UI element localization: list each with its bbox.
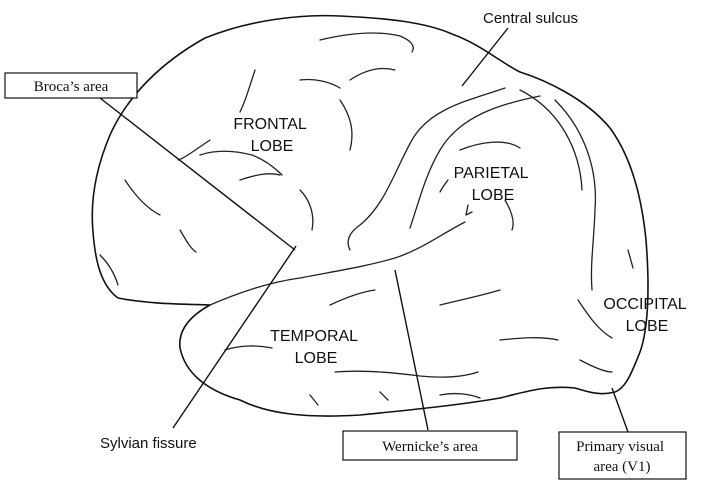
occipital-sulcus-5	[580, 360, 612, 372]
occipital-sulcus-3	[628, 250, 633, 268]
wernickes-area-box: Wernicke’s area	[343, 431, 517, 460]
central-sulcus-label: Central sulcus	[483, 10, 578, 27]
occipital-lobe-label-line2: LOBE	[626, 318, 669, 335]
parietal-sulcus-3	[440, 180, 448, 192]
temporal-sulcus-8	[380, 392, 388, 400]
frontal-sulcus-7	[240, 174, 280, 180]
occipital-lobe-label-line1: OCCIPITAL	[603, 296, 686, 313]
parietal-lobe-label-line2: LOBE	[472, 187, 515, 204]
temporal-sulcus-2	[440, 290, 500, 305]
temporal-sulcus-5	[225, 346, 272, 350]
parietal-sulcus-1	[460, 142, 520, 150]
occipital-sulcus-1	[555, 100, 595, 290]
brocas-area-box-label: Broca’s area	[34, 79, 109, 95]
wernickes-area-box-label: Wernicke’s area	[382, 439, 478, 455]
postcentral-sulcus	[410, 96, 540, 228]
sylvian-fissure-label: Sylvian fissure	[100, 435, 197, 452]
frontal-sulcus-12	[100, 255, 118, 285]
primary-visual-area-box: Primary visual area (V1)	[559, 432, 686, 479]
primary-visual-area-leader	[612, 388, 628, 432]
temporal-sulcus-3	[335, 371, 478, 377]
frontal-sulcus-1	[320, 33, 413, 52]
frontal-lobe-label-line1: FRONTAL	[233, 116, 307, 133]
frontal-lobe-label-line2: LOBE	[251, 138, 294, 155]
parietal-sulcus-2	[505, 200, 513, 230]
frontal-sulcus-3	[300, 79, 340, 88]
temporal-lobe-label: TEMPORAL LOBE	[270, 328, 362, 367]
frontal-sulcus-11	[180, 230, 196, 252]
frontal-sulcus-9	[340, 100, 352, 150]
primary-visual-area-line1: Primary visual	[576, 439, 664, 455]
frontal-sulcus-5	[178, 140, 210, 160]
central-sulcus-leader	[462, 28, 508, 86]
frontal-sulcus-2	[240, 70, 255, 112]
frontal-lobe-label: FRONTAL LOBE	[233, 116, 310, 155]
frontal-sulcus-4	[350, 68, 395, 80]
parietal-lobe-label: PARIETAL LOBE	[454, 165, 533, 204]
primary-visual-area-line2: area (V1)	[593, 459, 650, 475]
parietal-sulcus-4	[466, 205, 472, 215]
wernickes-area-leader	[395, 270, 428, 430]
temporal-sulcus-4	[500, 338, 558, 340]
frontal-sulcus-8	[125, 180, 160, 215]
temporal-lobe-label-line2: LOBE	[295, 350, 338, 367]
temporal-lobe-label-line1: TEMPORAL	[270, 328, 358, 345]
temporal-sulcus-1	[330, 290, 375, 305]
temporal-sulcus-7	[310, 395, 318, 405]
brocas-area-box: Broca’s area	[5, 73, 137, 98]
frontal-sulcus-10	[300, 190, 313, 230]
temporal-upper-boundary	[210, 222, 465, 305]
parietal-lobe-label-line1: PARIETAL	[454, 165, 529, 182]
temporal-sulcus-6	[440, 394, 480, 398]
